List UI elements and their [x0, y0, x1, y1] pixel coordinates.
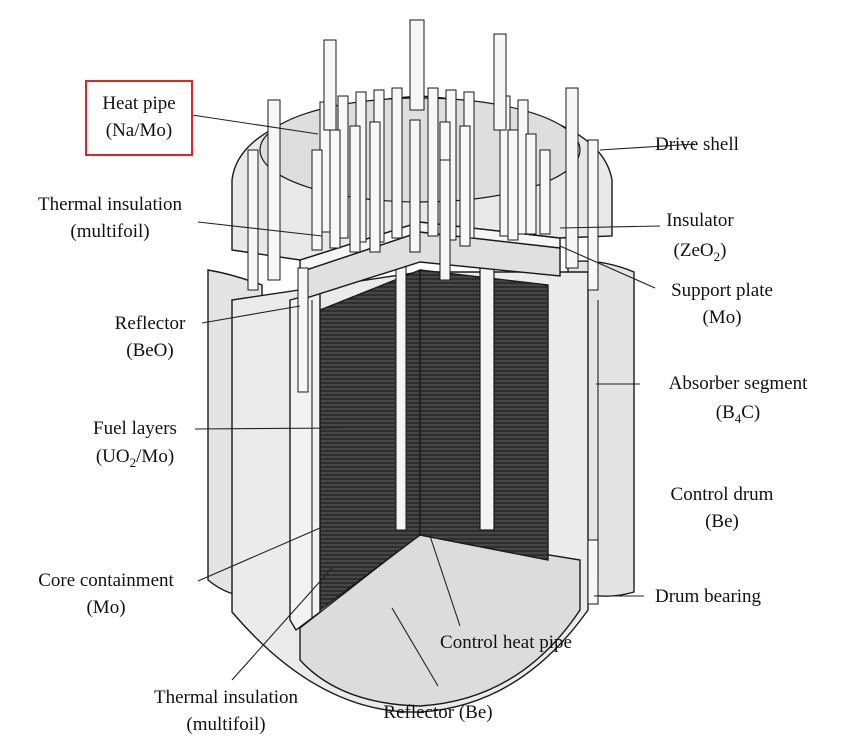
- label-control-drum-material: (Be): [705, 511, 739, 532]
- label-fuel-layers-material: (UO2/Mo): [96, 446, 174, 470]
- control-heat-pipe-2: [395, 229, 407, 531]
- label-control-drum: Control drum: [671, 484, 774, 505]
- label-drive-shell: Drive shell: [655, 134, 739, 155]
- label-thermal-insulation-bottom-material: (multifoil): [186, 714, 265, 735]
- label-absorber-segment-material: (B4C): [716, 402, 761, 426]
- label-insulator: Insulator: [666, 210, 734, 231]
- drive-rods: [247, 19, 599, 291]
- label-core-containment: Core containment: [38, 570, 174, 591]
- label-absorber-segment: Absorber segment: [669, 373, 808, 394]
- leader-lines: [191, 114, 696, 687]
- label-heat-pipe-material: (Na/Mo): [106, 120, 172, 141]
- drum-bearing-rod: [587, 539, 599, 605]
- labels: Heat pipe (Na/Mo) Drive shell Thermal in…: [38, 93, 808, 735]
- left-drum-slot: [297, 267, 309, 393]
- label-thermal-insulation-top: Thermal insulation: [38, 194, 183, 215]
- label-support-plate: Support plate: [671, 280, 773, 301]
- label-heat-pipe: Heat pipe: [102, 93, 175, 114]
- bottom-reflector-be: [299, 533, 581, 707]
- label-reflector-beo: Reflector: [115, 313, 186, 334]
- label-thermal-insulation-top-material: (multifoil): [70, 221, 149, 242]
- label-fuel-layers: Fuel layers: [93, 418, 177, 439]
- label-reflector-be: Reflector (Be): [383, 702, 492, 723]
- label-control-heat-pipe: Control heat pipe: [440, 632, 572, 653]
- label-insulator-material: (ZeO2): [674, 240, 727, 264]
- reactor-illustration: [207, 19, 635, 713]
- heat-pipe-highlight-box: [85, 80, 193, 156]
- label-thermal-insulation-bottom: Thermal insulation: [154, 687, 299, 708]
- label-support-plate-material: (Mo): [702, 307, 741, 328]
- label-reflector-beo-material: (BeO): [126, 340, 173, 361]
- label-core-containment-material: (Mo): [86, 597, 125, 618]
- label-drum-bearing: Drum bearing: [655, 586, 762, 607]
